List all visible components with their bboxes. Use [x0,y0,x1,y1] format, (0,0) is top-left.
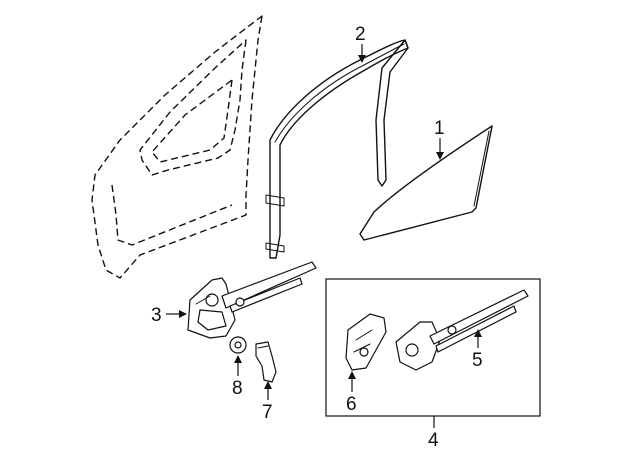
regulator-motor [345,313,387,371]
glass-run-channel [265,39,409,259]
callout-labels: 1 2 3 8 7 6 5 4 [151,24,483,451]
regulator-assembly [395,289,529,371]
callout-5: 5 [472,350,483,371]
callout-2: 2 [355,24,366,45]
door-glass [359,125,493,241]
leader-lines [166,44,482,428]
callout-1: 1 [434,118,445,139]
window-regulator [187,261,317,339]
connector [255,341,277,383]
callout-8: 8 [232,378,243,399]
callout-3: 3 [151,305,162,326]
callout-4: 4 [428,430,439,451]
callout-7: 7 [262,402,273,423]
grommet [229,336,247,354]
assembly-box [325,278,541,417]
callout-6: 6 [346,394,357,415]
door-outline [91,15,263,279]
